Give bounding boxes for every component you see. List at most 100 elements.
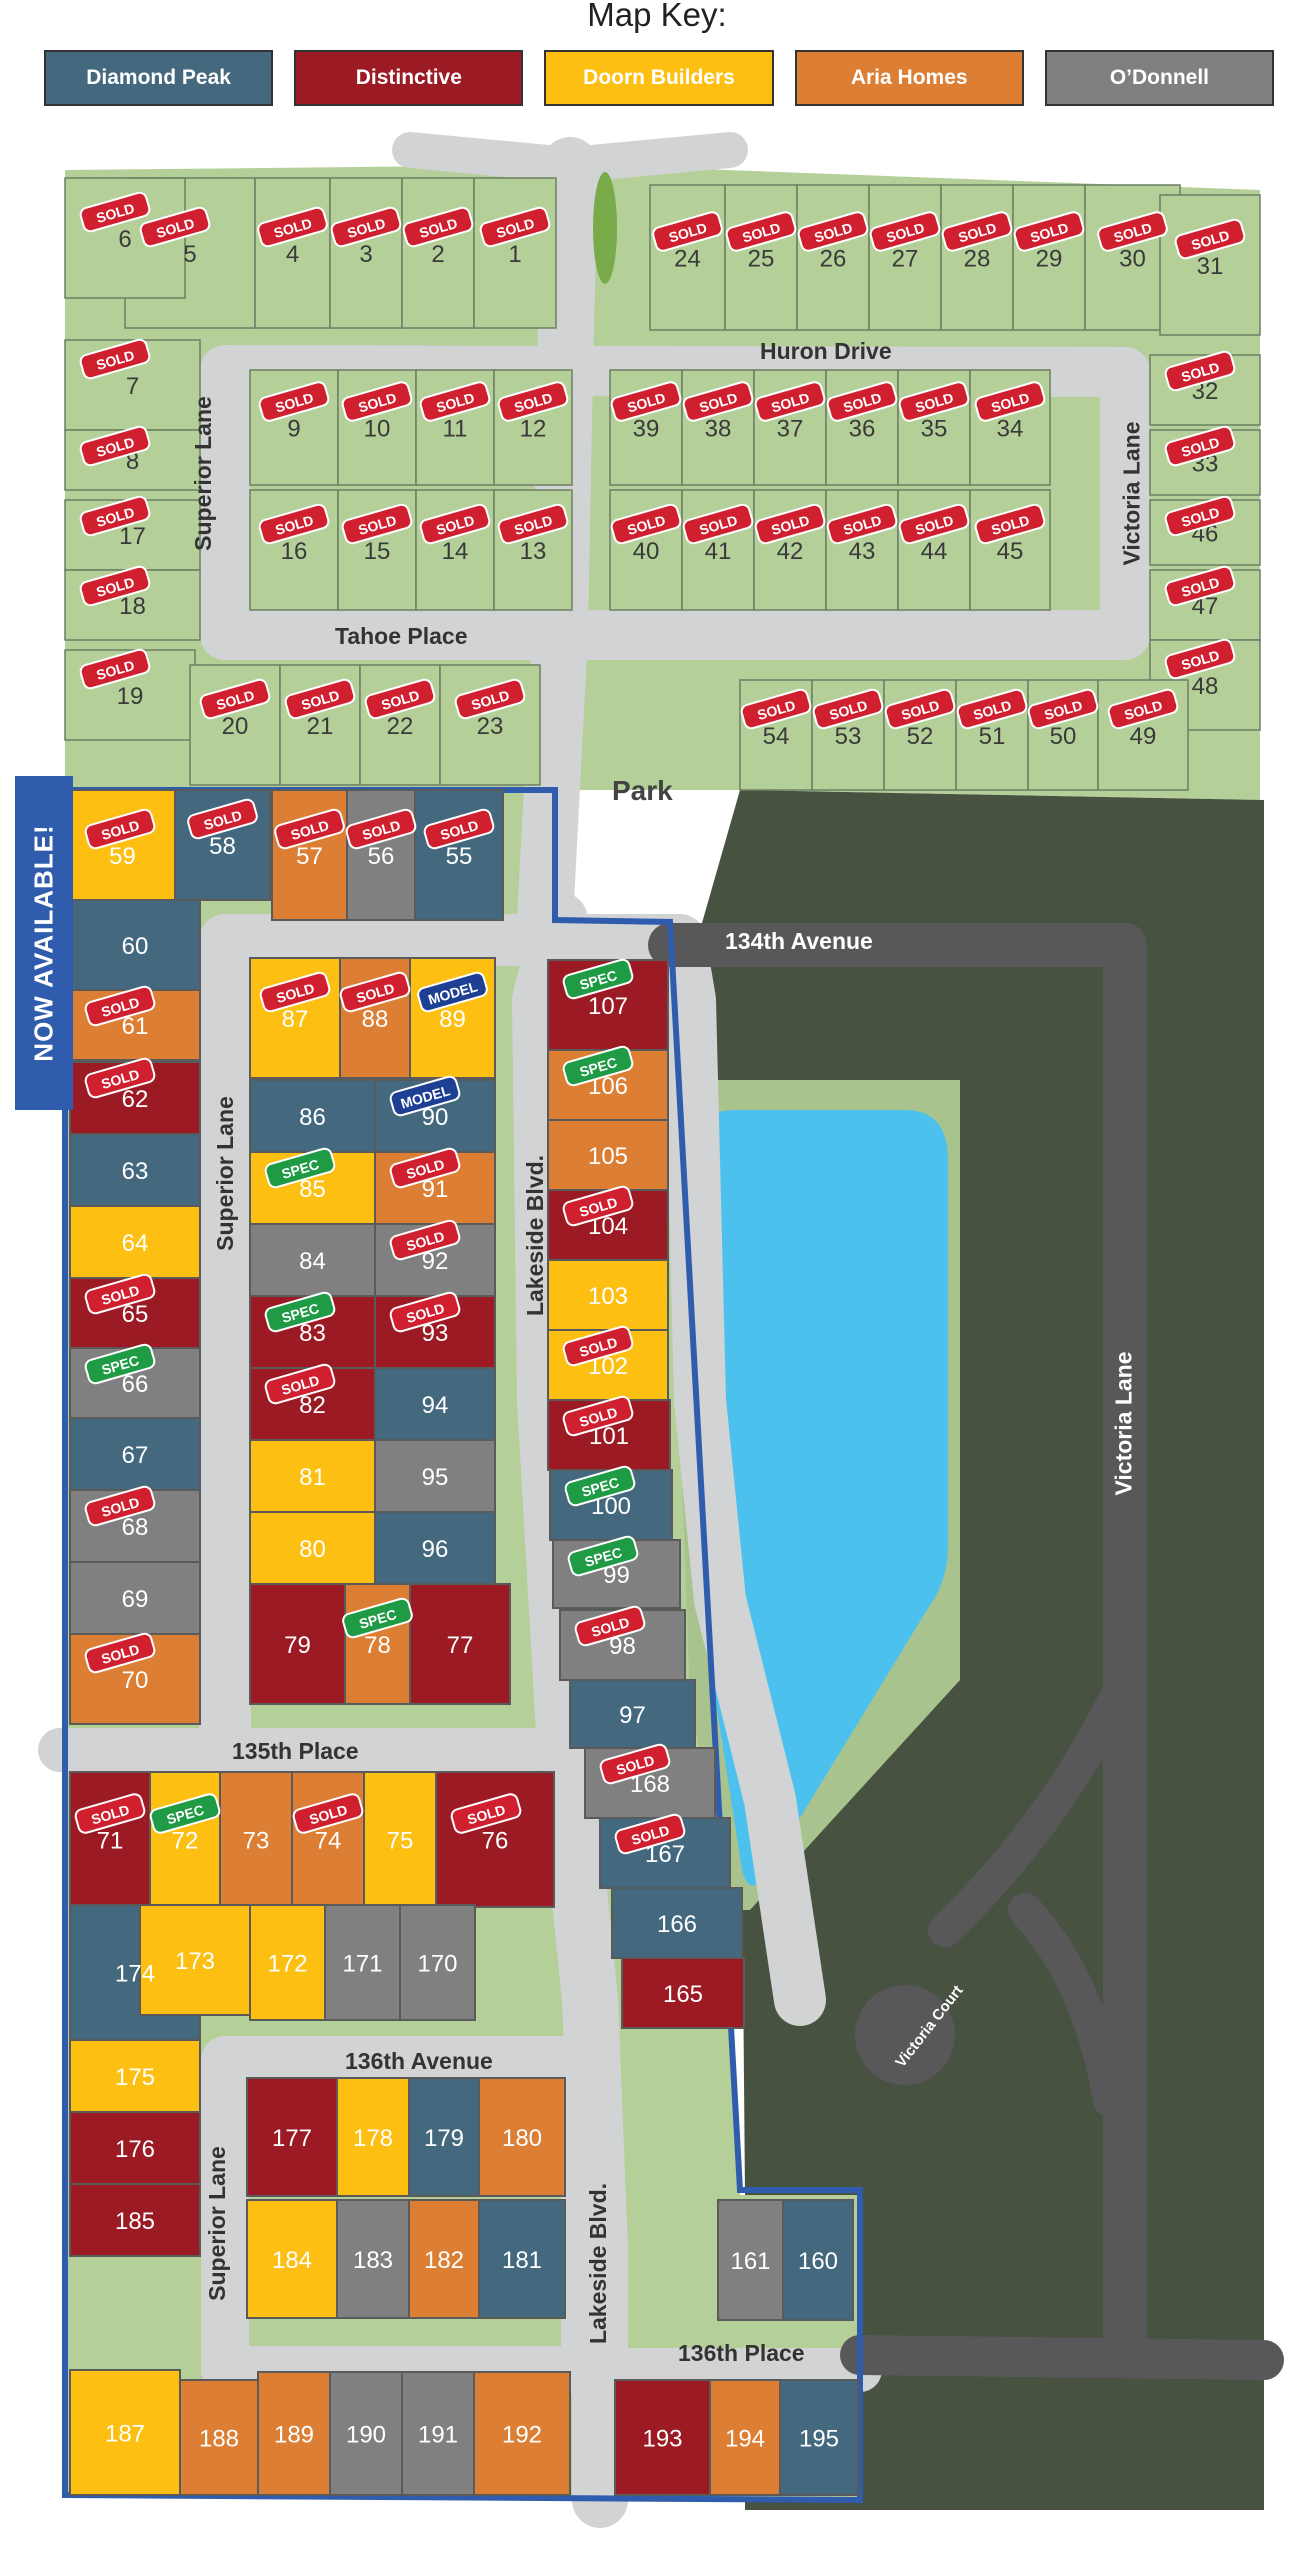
lot-number-30: 30: [1119, 246, 1146, 273]
lot-79[interactable]: [249, 1583, 346, 1705]
lot-number-89: 89: [439, 1006, 466, 1033]
lot-182[interactable]: [408, 2199, 480, 2319]
lot-27[interactable]: [868, 184, 942, 331]
lot-1-sold-tag: SOLD: [479, 206, 551, 248]
lot-81[interactable]: [249, 1439, 376, 1513]
lot-number-55: 55: [446, 843, 473, 870]
lot-number-24: 24: [674, 246, 701, 273]
lot-55-sold-tag: SOLD: [423, 808, 495, 850]
lot-number-44: 44: [921, 538, 948, 565]
lot-190[interactable]: [329, 2371, 403, 2496]
lot-39[interactable]: [609, 369, 683, 486]
lot-number-80: 80: [299, 1536, 326, 1563]
lot-194[interactable]: [709, 2379, 781, 2496]
lot-28[interactable]: [940, 184, 1014, 331]
lot-188[interactable]: [179, 2379, 259, 2496]
lot-23[interactable]: [439, 664, 541, 786]
lot-73[interactable]: [219, 1771, 293, 1908]
lot-95[interactable]: [374, 1439, 496, 1513]
lot-number-4: 4: [286, 241, 299, 268]
lot-89[interactable]: [409, 957, 496, 1079]
lot-166[interactable]: [611, 1887, 743, 1959]
lot-192[interactable]: [473, 2371, 571, 2496]
lot-180[interactable]: [478, 2077, 566, 2197]
lot-91-sold-tag: SOLD: [389, 1147, 461, 1189]
lot-57-sold-tag: SOLD: [274, 808, 345, 850]
lot-40-sold-tag: SOLD: [610, 503, 682, 545]
lot-98-sold-tag: SOLD: [574, 1605, 646, 1647]
lot-2[interactable]: [401, 177, 475, 329]
lot-183[interactable]: [336, 2199, 410, 2319]
lot-195[interactable]: [779, 2379, 859, 2496]
lot-184[interactable]: [246, 2199, 338, 2319]
lot-189[interactable]: [257, 2371, 331, 2496]
lot-173[interactable]: [139, 1904, 251, 2016]
lot-185[interactable]: [69, 2183, 201, 2257]
lot-number-85: 85: [299, 1176, 326, 1203]
lot-97[interactable]: [569, 1679, 696, 1749]
lot-56[interactable]: [346, 789, 416, 921]
lot-number-76: 76: [482, 1828, 509, 1855]
lot-59[interactable]: [69, 789, 176, 921]
lot-55[interactable]: [414, 789, 504, 921]
lot-number-68: 68: [122, 1514, 149, 1541]
lot-160[interactable]: [782, 2199, 854, 2321]
lot-175[interactable]: [69, 2039, 201, 2113]
lot-161[interactable]: [717, 2199, 784, 2321]
lot-67[interactable]: [69, 1417, 201, 1491]
lot-16-sold-tag: SOLD: [258, 503, 330, 545]
lot-105[interactable]: [547, 1119, 669, 1191]
lot-24[interactable]: [649, 184, 726, 331]
lot-number-27: 27: [892, 246, 919, 273]
lot-50-sold-tag: SOLD: [1027, 688, 1099, 730]
lot-number-72: 72: [172, 1828, 199, 1855]
lot-number-17: 17: [119, 523, 146, 550]
lot-77[interactable]: [409, 1583, 511, 1705]
lot-number-189: 189: [274, 2422, 314, 2449]
lot-31[interactable]: [1159, 194, 1261, 336]
lot-number-83: 83: [299, 1320, 326, 1347]
lot-165[interactable]: [621, 1957, 745, 2029]
lot-number-62: 62: [122, 1086, 149, 1113]
lot-170[interactable]: [399, 1904, 476, 2021]
lot-63[interactable]: [69, 1133, 201, 1207]
lot-number-42: 42: [777, 538, 804, 565]
lot-181[interactable]: [478, 2199, 566, 2319]
lot-number-183: 183: [353, 2247, 393, 2274]
lot-29[interactable]: [1012, 184, 1086, 331]
lot-number-105: 105: [588, 1143, 628, 1170]
lot-4[interactable]: [254, 177, 331, 329]
lot-number-81: 81: [299, 1464, 326, 1491]
lot-3[interactable]: [329, 177, 403, 329]
lot-179[interactable]: [408, 2077, 480, 2197]
lot-176[interactable]: [69, 2111, 201, 2185]
lot-191[interactable]: [401, 2371, 475, 2496]
lot-86[interactable]: [249, 1079, 376, 1153]
lot-96[interactable]: [374, 1511, 496, 1585]
lot-187[interactable]: [69, 2369, 181, 2496]
lot-178[interactable]: [336, 2077, 410, 2197]
lot-8-sold-tag: SOLD: [79, 425, 151, 467]
lot-94[interactable]: [374, 1367, 496, 1441]
lot-171[interactable]: [324, 1904, 401, 2021]
lot-number-23: 23: [477, 713, 504, 740]
lot-172[interactable]: [249, 1904, 326, 2021]
lot-87[interactable]: [249, 957, 341, 1079]
lot-number-187: 187: [105, 2421, 145, 2448]
lot-56-sold-tag: SOLD: [345, 808, 417, 850]
lot-number-28: 28: [964, 246, 991, 273]
lot-177[interactable]: [246, 2077, 338, 2197]
lot-number-176: 176: [115, 2136, 155, 2163]
lot-number-161: 161: [730, 2248, 770, 2275]
lot-103[interactable]: [547, 1259, 669, 1331]
lot-76[interactable]: [435, 1771, 555, 1908]
lot-64[interactable]: [69, 1205, 201, 1279]
lot-69[interactable]: [69, 1561, 201, 1635]
lot-60[interactable]: [69, 899, 201, 991]
lot-number-12: 12: [520, 416, 547, 443]
street-tahoe-place: Tahoe Place: [335, 623, 468, 649]
lot-1[interactable]: [473, 177, 557, 329]
lot-76-sold-tag: SOLD: [450, 1793, 522, 1834]
lot-25[interactable]: [724, 184, 798, 331]
lot-80[interactable]: [249, 1511, 376, 1585]
